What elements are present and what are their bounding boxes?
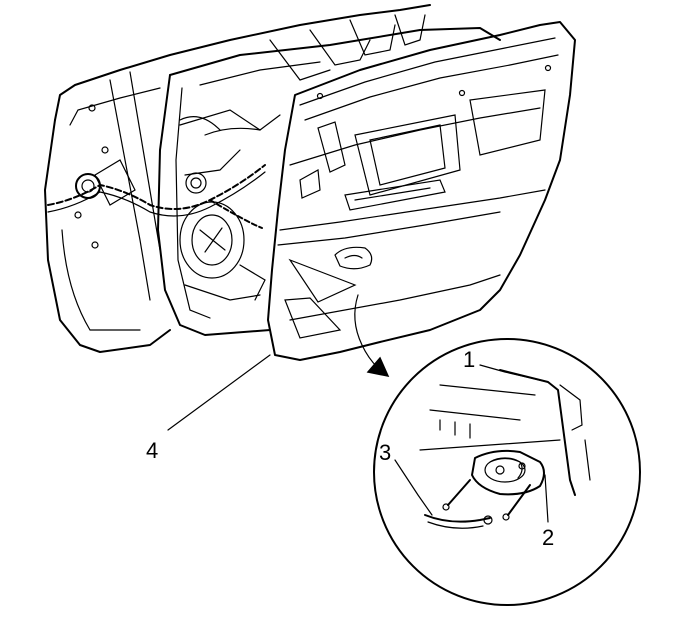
leader-line-1 [479,364,549,383]
door-trim-panel [267,21,576,361]
callout-4: 4 [146,438,158,463]
leader-lines [167,354,549,523]
leader-line-3 [394,459,433,516]
screws [442,479,531,521]
detail-magnifier [373,338,641,606]
vehicle-body-frame [44,4,431,353]
callout-1: 1 [463,347,475,372]
leader-line-4 [167,354,271,431]
handle-rod [424,514,493,529]
callout-3: 3 [379,440,391,465]
detail-arrow [354,294,390,378]
leader-line-2 [544,474,549,523]
door-handle-assembly [471,449,545,496]
door-inner-frame [157,27,501,336]
wiring-harness [47,116,266,229]
callout-2: 2 [542,525,554,550]
